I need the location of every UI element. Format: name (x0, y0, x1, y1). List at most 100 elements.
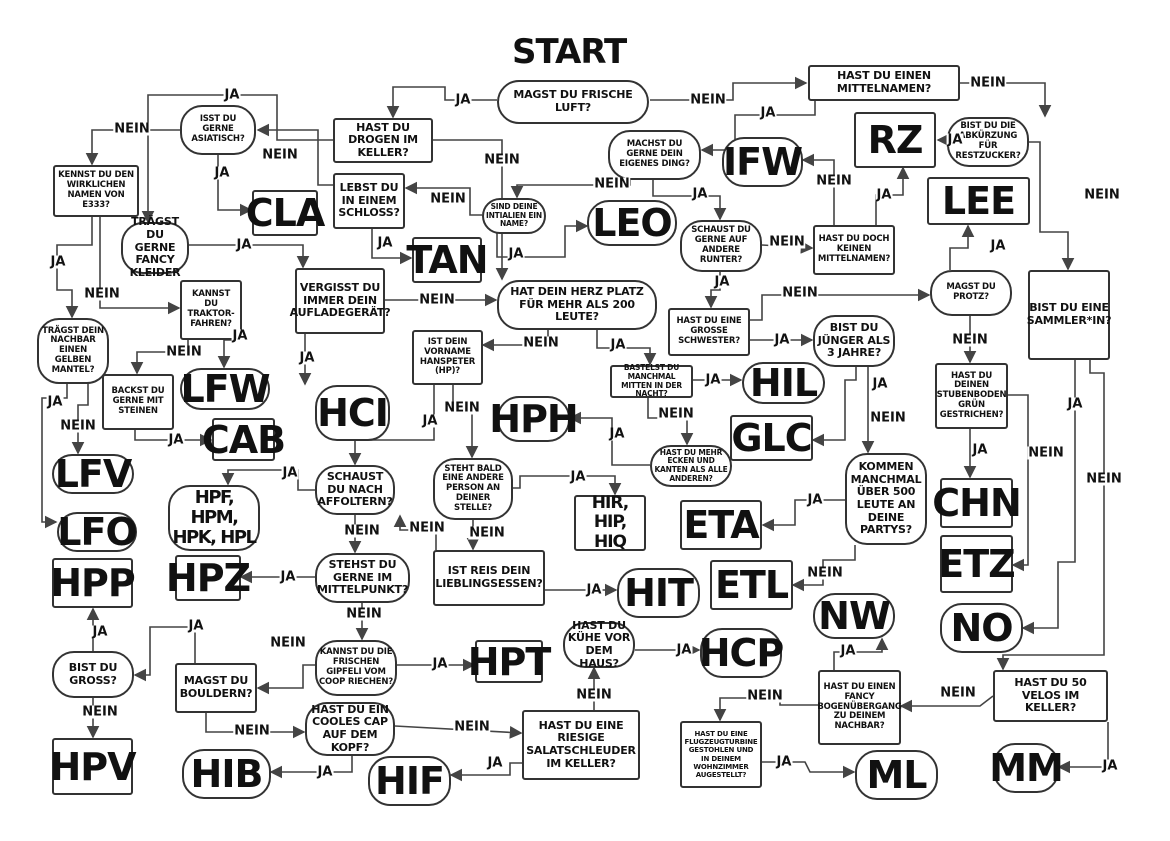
start-title: START (512, 32, 627, 72)
question-stubenboden[interactable]: HAST DU DEINEN STUBENBODEN GRÜN GESTRICH… (935, 363, 1008, 429)
edge-label-ja: JA (875, 187, 893, 203)
edge-label-nein: NEIN (781, 285, 819, 301)
edge-label-ja: JA (775, 754, 793, 770)
question-protz[interactable]: MAGST DU PROTZ? (930, 270, 1012, 316)
edge-label-ja: JA (376, 235, 394, 251)
edge-label-nein: NEIN (81, 704, 119, 720)
connector (404, 181, 482, 216)
question-asiatisch[interactable]: ISST DU GERNE ASIATISCH? (180, 105, 256, 155)
result-nw: NW (813, 593, 895, 639)
result-chn: CHN (932, 478, 1022, 528)
edge-label-ja: JA (231, 328, 249, 344)
question-ecken-kanten[interactable]: HAST DU MEHR ECKEN UND KANTEN ALS ALLE A… (650, 445, 732, 487)
question-velos[interactable]: HAST DU 50 VELOS IM KELLER? (993, 670, 1108, 722)
question-frische-luft[interactable]: MAGST DU FRISCHE LUFT? (497, 80, 649, 124)
question-doch-mittelnamen[interactable]: HAST DU DOCH KEINEN MITTELNAMEN? (813, 225, 895, 275)
edge-label-nein: NEIN (951, 332, 989, 348)
connector (791, 545, 856, 592)
question-runter[interactable]: SCHAUST DU GERNE AUF ANDERE RUNTER? (680, 220, 762, 272)
edge-label-nein: NEIN (418, 292, 456, 308)
edge-label-ja: JA (946, 132, 964, 148)
question-drogen[interactable]: HAST DU DROGEN IM KELLER? (333, 118, 433, 163)
result-cla: CLA (245, 190, 325, 236)
edge-label-nein: NEIN (59, 418, 97, 434)
result-hpv: HPV (49, 738, 137, 795)
question-traktor[interactable]: KANNST DU TRAKTOR-FAHREN? (180, 280, 242, 340)
question-andere-person[interactable]: STEHT BALD EINE ANDERE PERSON AN DEINER … (433, 458, 513, 520)
result-eta: ETA (680, 500, 762, 550)
question-gipfeli[interactable]: KANNST DU DIE FRISCHEN GIPFELI VOM COOP … (315, 640, 397, 696)
question-juenger-3-jahre[interactable]: BIST DU JÜNGER ALS 3 JAHRE? (813, 315, 895, 367)
connector (371, 228, 413, 265)
edge-label-nein: NEIN (746, 688, 784, 704)
edge-label-ja: JA (713, 274, 731, 290)
question-e333[interactable]: KENNST DU DEN WIRKLICHEN NAMEN VON E333? (53, 165, 139, 217)
result-hph: HPH (489, 396, 579, 442)
connector (833, 637, 889, 670)
question-restzucker[interactable]: BIST DU DIE ABKÜRZUNG FÜR RESTZUCKER? (947, 117, 1029, 167)
question-schloss[interactable]: LEBST DU IN EINEM SCHLOSS? (333, 173, 405, 229)
question-reis[interactable]: IST REIS DEIN LIEBLINGSESSEN? (433, 550, 545, 606)
edge-label-ja: JA (486, 755, 504, 771)
question-initialen[interactable]: SIND DEINE INTIALIEN EIN NAME? (482, 198, 546, 234)
edge-label-ja: JA (281, 465, 299, 481)
edge-label-nein: NEIN (1027, 445, 1065, 461)
question-bouldern[interactable]: MAGST DU BOULDERN? (175, 663, 257, 713)
question-eigenes-ding[interactable]: MACHST DU GERNE DEIN EIGENES DING? (608, 130, 701, 180)
connector (949, 224, 975, 270)
question-gross[interactable]: BIST DU GROSS? (52, 651, 134, 698)
edge-label-nein: NEIN (593, 176, 631, 192)
edge-label-ja: JA (1066, 396, 1084, 412)
question-herz[interactable]: HAT DEIN HERZ PLATZ FÜR MEHR ALS 200 LEU… (497, 280, 657, 330)
question-cooles-cap[interactable]: HAST DU EIN COOLES CAP AUF DEM KOPF? (305, 702, 395, 756)
connector (386, 86, 497, 119)
question-kuehe[interactable]: HAST DU KÜHE VOR DEM HAUS? (563, 619, 635, 669)
edge-label-ja: JA (223, 87, 241, 103)
result-hpp: HPP (50, 558, 136, 608)
result-hcp: HCP (699, 628, 784, 678)
result-hir-hip-hiq: HIR, HIP, HIQ (574, 493, 646, 552)
question-500-leute[interactable]: KOMMEN MANCHMAL ÜBER 500 LEUTE AN DEINE … (845, 453, 927, 545)
question-basteln[interactable]: BASTELST DU MANCHMAL MITTEN IN DER NACHT… (610, 363, 693, 398)
edge-label-ja: JA (989, 238, 1007, 254)
question-aufladegeraet[interactable]: VERGISST DU IMMER DEIN AUFLADEGERÄT? (290, 268, 391, 334)
question-hanspeter[interactable]: IST DEIN VORNAME HANSPETER (HP)? (412, 330, 483, 385)
edge-label-ja: JA (235, 237, 253, 253)
result-lfw: LFW (180, 367, 271, 411)
result-hil: HIL (742, 361, 825, 405)
edge-label-nein: NEIN (869, 410, 907, 426)
result-ml: ML (855, 750, 938, 800)
edge-label-ja: JA (167, 432, 185, 448)
connector (801, 153, 835, 225)
connector (256, 664, 315, 695)
question-mittelpunkt[interactable]: STEHST DU GERNE IM MITTELPUNKT? (315, 553, 410, 603)
question-mittelnamen[interactable]: HAST DU EINEN MITTELNAMEN? (808, 65, 960, 101)
question-fancy-kleider[interactable]: TRÄGST DU GERNE FANCY KLEIDER (121, 216, 189, 279)
question-flugzeugturbine[interactable]: HAST DU EINE FLUGZEUGTURBINE GESTOHLEN U… (680, 721, 762, 788)
result-hib: HIB (182, 749, 271, 799)
edge-label-nein: NEIN (815, 173, 853, 189)
edge-label-nein: NEIN (1083, 187, 1121, 203)
question-affoltern[interactable]: SCHAUST DU NACH AFFOLTERN? (315, 465, 395, 515)
edge-label-nein: NEIN (233, 723, 271, 739)
question-sammler[interactable]: BIST DU EINE SAMMLER*IN? (1027, 270, 1111, 360)
question-gelber-mantel[interactable]: TRÄGST DEIN NACHBAR EINEN GELBEN MANTEL? (37, 318, 109, 384)
question-salatschleuder[interactable]: HAST DU EINE RIESIGE SALATSCHLEUDER IM K… (522, 710, 640, 780)
connector (899, 695, 994, 713)
result-etl: ETL (710, 560, 793, 610)
result-lfo: LFO (57, 510, 138, 554)
result-etz: ETZ (938, 535, 1016, 593)
edge-label-nein: NEIN (261, 147, 299, 163)
question-schwester[interactable]: HAST DU EINE GROSSE SCHWESTER? (668, 308, 750, 356)
edge-label-ja: JA (279, 569, 297, 585)
connector (811, 365, 857, 447)
question-bogenuebergang[interactable]: HAST DU EINEN FANCY BOGENÜBERGANG ZU DEI… (817, 670, 902, 745)
edge-label-ja: JA (213, 165, 231, 181)
result-lee: LEE (927, 177, 1030, 225)
question-steine[interactable]: BACKST DU GERNE MIT STEINEN (102, 374, 174, 430)
connector (99, 215, 181, 315)
edge-label-ja: JA (806, 492, 824, 508)
edge-label-nein: NEIN (453, 719, 491, 735)
connector (256, 123, 333, 186)
edge-label-ja: JA (421, 413, 439, 429)
